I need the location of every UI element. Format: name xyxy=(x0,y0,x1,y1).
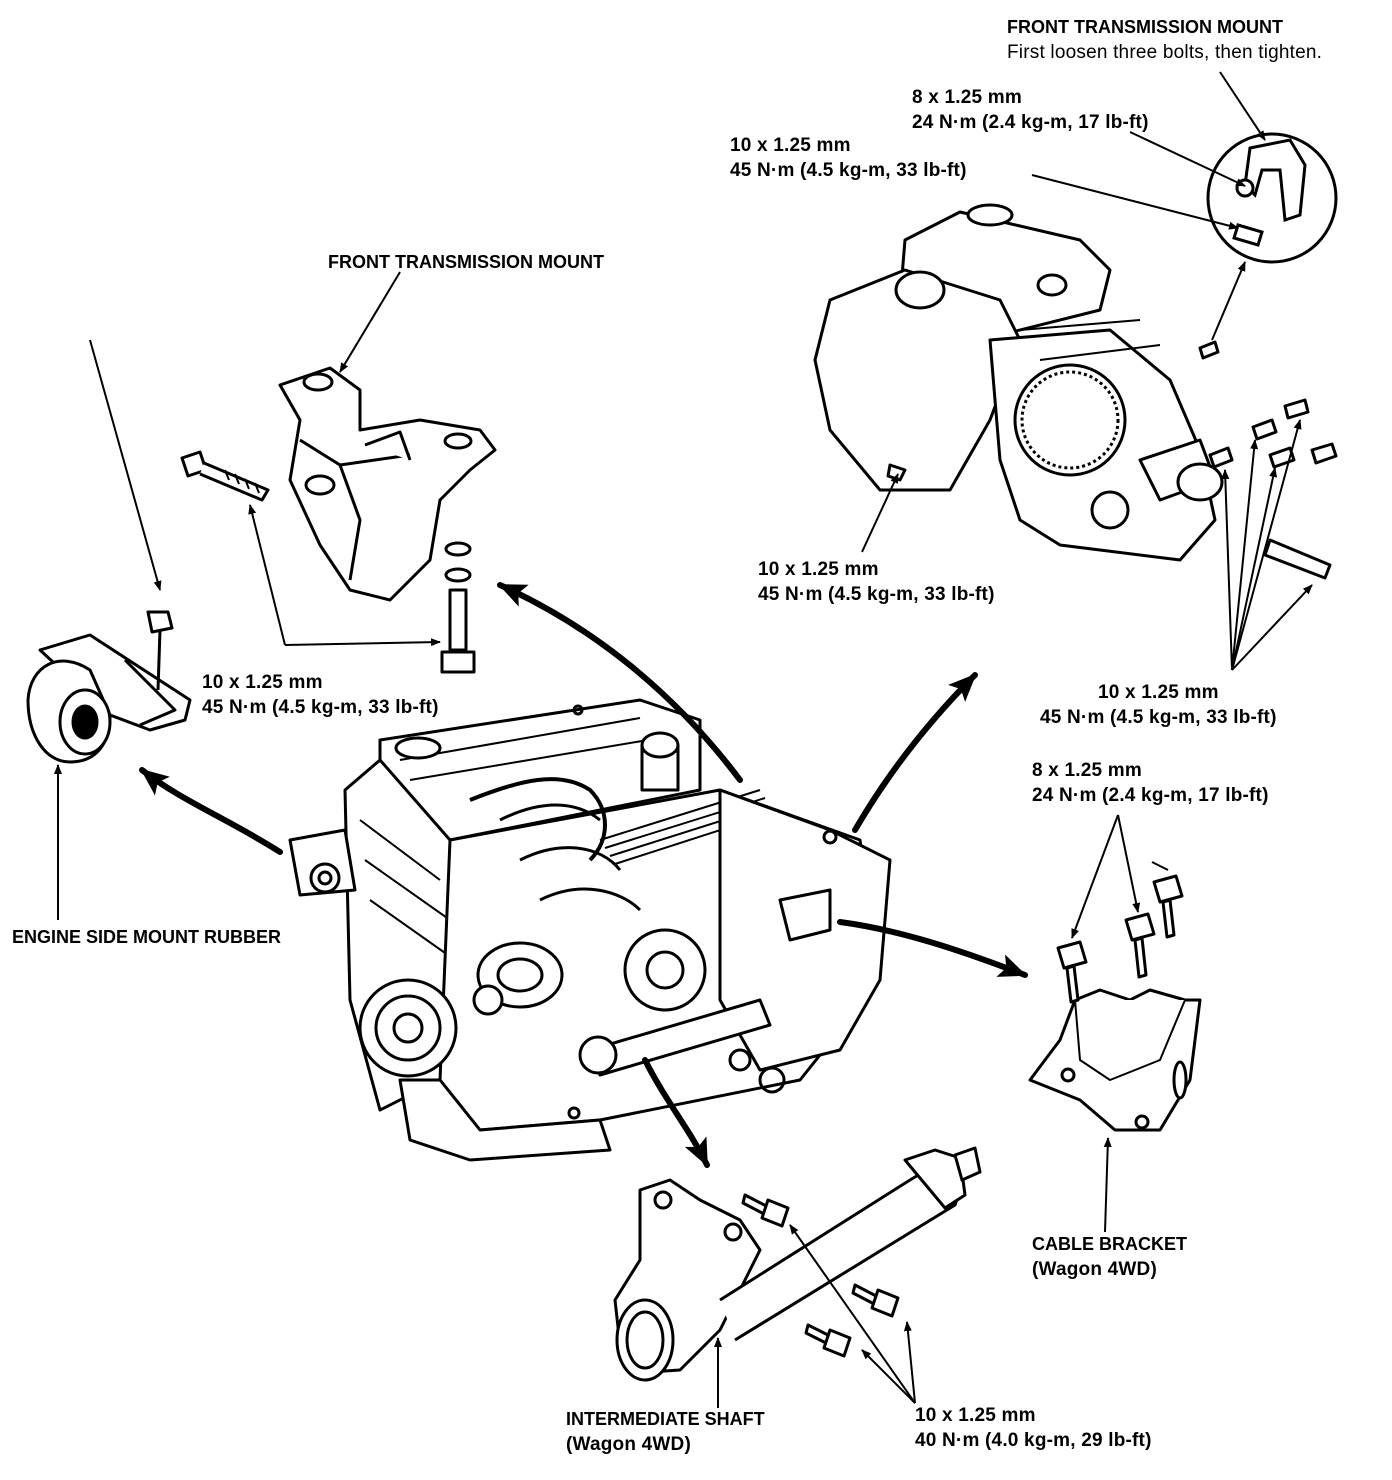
front-transmission-mount-top-note: First loosen three bolts, then tighten. xyxy=(1007,42,1323,63)
torque-8mm-top-size: 8 x 1.25 mm xyxy=(912,87,1022,108)
torque-10mm-mount-callout: 10 x 1.25 mm 45 N·m (4.5 kg-m, 33 lb-ft) xyxy=(202,670,439,720)
removal-arrows xyxy=(139,582,1028,1168)
torque-10mm-trans-left-value: 45 N·m (4.5 kg-m, 33 lb-ft) xyxy=(758,584,995,605)
torque-10mm-trans-right-value: 45 N·m (4.5 kg-m, 33 lb-ft) xyxy=(1040,707,1277,728)
torque-10mm-shaft-value: 40 N·m (4.0 kg-m, 29 lb-ft) xyxy=(915,1430,1152,1451)
cable-bracket-note: (Wagon 4WD) xyxy=(1032,1259,1157,1280)
torque-8mm-bracket-size: 8 x 1.25 mm xyxy=(1032,760,1142,781)
torque-10mm-trans-left-size: 10 x 1.25 mm xyxy=(758,559,879,580)
intermediate-shaft-note: (Wagon 4WD) xyxy=(566,1434,691,1455)
intermediate-shaft-part xyxy=(613,1146,982,1382)
torque-10mm-mount-value: 45 N·m (4.5 kg-m, 33 lb-ft) xyxy=(202,697,439,718)
engine-side-mount-part xyxy=(26,610,192,764)
front-transmission-mount-left-title: FRONT TRANSMISSION MOUNT xyxy=(328,252,604,272)
torque-10mm-trans-right-size: 10 x 1.25 mm xyxy=(1097,682,1219,703)
torque-10mm-shaft-callout: 10 x 1.25 mm 40 N·m (4.0 kg-m, 29 lb-ft) xyxy=(915,1403,1152,1453)
top-right-engine-part xyxy=(813,203,1338,580)
torque-8mm-top-value: 24 N·m (2.4 kg-m, 17 lb-ft) xyxy=(912,112,1149,133)
front-transmission-mount-top-title: FRONT TRANSMISSION MOUNT xyxy=(1007,17,1283,37)
torque-10mm-shaft-size: 10 x 1.25 mm xyxy=(915,1405,1036,1426)
torque-10mm-trans-right-callout: 10 x 1.25 mm 45 N·m (4.5 kg-m, 33 lb-ft) xyxy=(1040,680,1277,730)
intermediate-shaft-callout: INTERMEDIATE SHAFT (Wagon 4WD) xyxy=(566,1407,765,1457)
torque-8mm-bracket-value: 24 N·m (2.4 kg-m, 17 lb-ft) xyxy=(1032,785,1269,806)
torque-10mm-top-value: 45 N·m (4.5 kg-m, 33 lb-ft) xyxy=(730,160,967,181)
cable-bracket-title: CABLE BRACKET xyxy=(1032,1234,1187,1254)
cable-bracket-callout: CABLE BRACKET (Wagon 4WD) xyxy=(1032,1232,1187,1282)
torque-8mm-top-callout: 8 x 1.25 mm 24 N·m (2.4 kg-m, 17 lb-ft) xyxy=(912,85,1149,135)
cable-bracket-part xyxy=(1028,874,1202,1132)
front-transmission-mount-part xyxy=(180,366,497,674)
torque-10mm-top-callout: 10 x 1.25 mm 45 N·m (4.5 kg-m, 33 lb-ft) xyxy=(730,133,967,183)
engine-assembly xyxy=(288,698,892,1162)
engine-side-mount-callout: ENGINE SIDE MOUNT RUBBER xyxy=(12,925,281,950)
front-transmission-mount-left-callout: FRONT TRANSMISSION MOUNT xyxy=(328,250,604,275)
torque-10mm-mount-size: 10 x 1.25 mm xyxy=(202,672,323,693)
front-transmission-mount-top-callout: FRONT TRANSMISSION MOUNT First loosen th… xyxy=(1007,15,1322,65)
torque-8mm-bracket-callout: 8 x 1.25 mm 24 N·m (2.4 kg-m, 17 lb-ft) xyxy=(1032,758,1269,808)
engine-side-mount-title: ENGINE SIDE MOUNT RUBBER xyxy=(12,927,282,947)
torque-10mm-top-size: 10 x 1.25 mm xyxy=(730,135,851,156)
mount-inset-circle xyxy=(1206,132,1338,264)
intermediate-shaft-title: INTERMEDIATE SHAFT xyxy=(566,1409,765,1429)
torque-10mm-trans-left-callout: 10 x 1.25 mm 45 N·m (4.5 kg-m, 33 lb-ft) xyxy=(758,557,995,607)
leader-lines xyxy=(54,71,1313,1408)
